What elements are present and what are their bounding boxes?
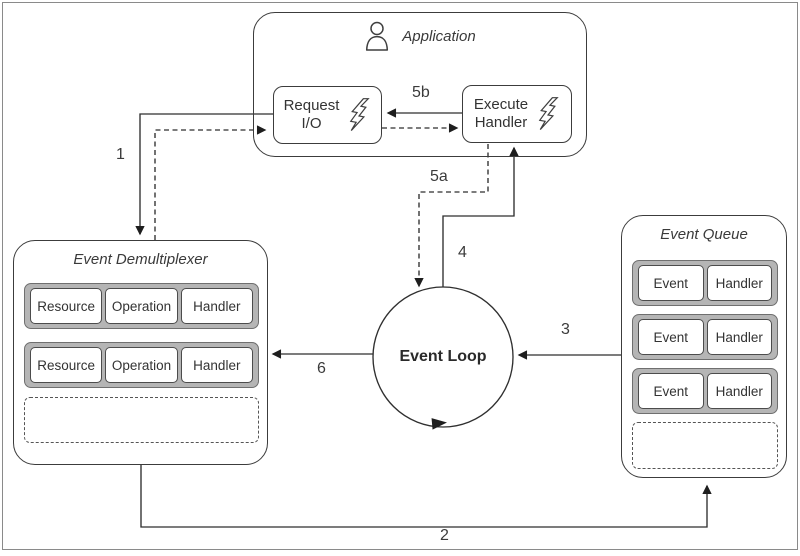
event-queue-box: Event Queue Event Handler Event Handler … <box>621 215 787 478</box>
step-label-6: 6 <box>317 360 326 377</box>
event-loop-label: Event Loop <box>399 348 487 365</box>
handler-cell: Handler <box>180 288 253 324</box>
loop-rotation-arrow-icon <box>431 418 447 430</box>
step-label-4: 4 <box>458 244 467 261</box>
queue-row: Event Handler <box>632 368 778 414</box>
execute-handler-label: Execute Handler <box>473 95 529 131</box>
demux-row: Resource Operation Handler <box>24 283 259 329</box>
lightning-icon <box>538 97 560 131</box>
event-cell: Event <box>638 265 704 301</box>
handler-cell: Handler <box>706 319 772 355</box>
handler-cell: Handler <box>706 265 772 301</box>
queue-row: Event Handler <box>632 260 778 306</box>
wire-step5a-dashed <box>414 144 489 288</box>
wire-step1-dashed <box>154 125 267 240</box>
demux-empty-slot <box>24 397 259 443</box>
wire-step2-solid <box>140 465 712 528</box>
wire-step4-solid <box>442 146 519 288</box>
request-io-label: Request I/O <box>283 96 340 132</box>
step-label-1: 1 <box>116 146 125 163</box>
operation-cell: Operation <box>105 288 178 324</box>
request-io-box: Request I/O <box>273 86 382 144</box>
demux-row: Resource Operation Handler <box>24 342 259 388</box>
execute-handler-box: Execute Handler <box>462 85 572 143</box>
application-header: Application <box>254 21 586 51</box>
handler-cell: Handler <box>706 373 772 409</box>
queue-empty-slot <box>632 422 778 469</box>
application-box: Application <box>253 12 587 157</box>
event-demultiplexer-box: Event Demultiplexer Resource Operation H… <box>13 240 268 465</box>
user-icon <box>364 21 390 51</box>
event-loop-circle <box>372 286 514 428</box>
application-title: Application <box>402 27 476 45</box>
step-label-3: 3 <box>561 321 570 338</box>
wire-step1-solid <box>135 113 274 236</box>
event-cell: Event <box>638 373 704 409</box>
handler-cell: Handler <box>180 347 253 383</box>
lightning-icon <box>349 98 371 132</box>
resource-cell: Resource <box>30 288 103 324</box>
event-cell: Event <box>638 319 704 355</box>
operation-cell: Operation <box>105 347 178 383</box>
event-demultiplexer-title: Event Demultiplexer <box>73 251 208 268</box>
step-label-2: 2 <box>440 527 449 544</box>
event-queue-title: Event Queue <box>660 226 748 243</box>
resource-cell: Resource <box>30 347 103 383</box>
queue-row: Event Handler <box>632 314 778 360</box>
step-label-5a: 5a <box>430 168 448 185</box>
step-label-5b: 5b <box>412 84 430 101</box>
